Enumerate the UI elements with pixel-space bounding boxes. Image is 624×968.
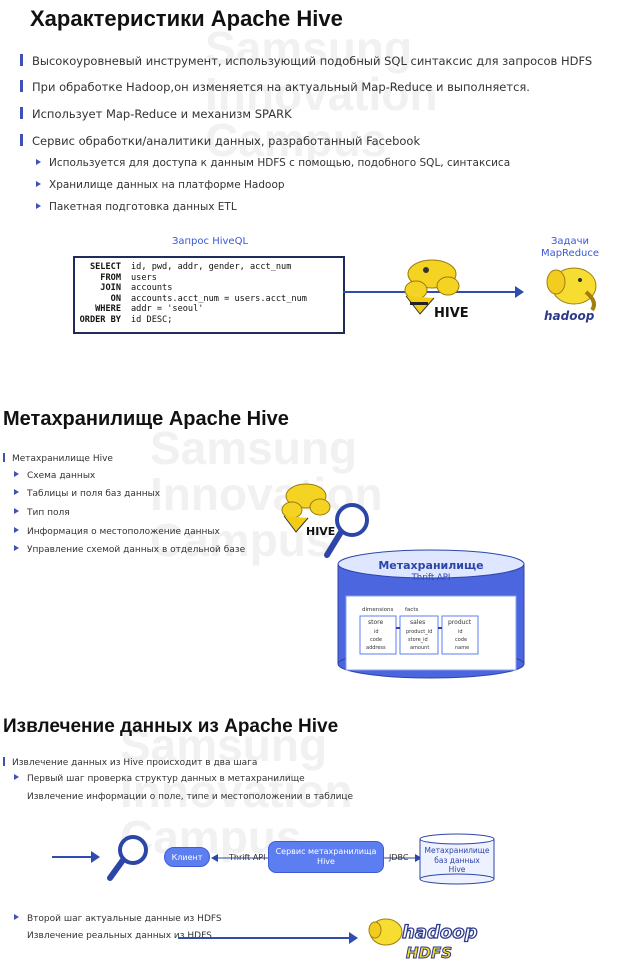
schema-label: code	[455, 637, 468, 643]
code-line: ON accounts.acct_num = users.acct_num	[75, 294, 343, 305]
jdbc-label: JDBC	[389, 853, 409, 862]
hive-logo-icon: HIVE	[404, 259, 469, 321]
code-text: addr = 'seoul'	[131, 304, 204, 314]
sub-bullet: Таблицы и поля баз данных	[14, 489, 160, 499]
svg-text:HDFS: HDFS	[406, 944, 452, 962]
sub-bullet: Тип поля	[14, 508, 70, 518]
code-keyword: SELECT	[89, 262, 121, 272]
schema-label: facts	[405, 607, 419, 613]
magnifier-icon	[324, 503, 369, 558]
schema-label: product_id	[406, 629, 433, 635]
code-line: SELECT id, pwd, addr, gender, acct_num	[75, 262, 343, 273]
metastore-subtitle: Thrift API	[411, 573, 451, 583]
arrow	[52, 851, 100, 863]
sub-bullet: Управление схемой данных в отдельной баз…	[14, 545, 245, 555]
hadoop-hdfs-logo-icon: hadoop HDFS	[368, 918, 478, 963]
schema-diagram	[359, 615, 479, 655]
slide3-title: Извлечение данных из Apache Hive	[3, 716, 339, 737]
client-node: Клиент	[164, 847, 210, 867]
code-keyword: ORDER BY	[79, 314, 121, 325]
sub-bullet-detail: Извлечение реальных данных из HDFS	[27, 931, 212, 941]
magnifier-icon	[107, 835, 148, 881]
arrow	[211, 854, 268, 862]
slide2-title: Метахранилище Apache Hive	[3, 408, 289, 430]
code-line: ORDER BY id DESC;	[75, 315, 343, 326]
query-label: Запрос HiveQL	[171, 236, 249, 247]
schema-label: id	[458, 629, 463, 635]
code-line: WHERE addr = 'seoul'	[75, 304, 343, 315]
code-line: JOIN accounts	[75, 283, 343, 294]
code-line: FROM users	[75, 273, 343, 284]
slide1-title: Характеристики Apache Hive	[30, 6, 343, 31]
schema-label: id	[374, 629, 379, 635]
schema-label: store	[368, 619, 384, 626]
code-text: id, pwd, addr, gender, acct_num	[131, 262, 292, 272]
schema-label: store_id	[408, 637, 428, 643]
bullet: Извлечение данных из Hive происходит в д…	[3, 757, 257, 768]
arrow	[178, 932, 358, 944]
code-keyword: ON	[110, 293, 121, 304]
svg-text:HIVE: HIVE	[434, 306, 469, 321]
sub-bullet: Информация о местоположение данных	[14, 527, 220, 537]
bullet: Сервис обработки/аналитики данных, разра…	[20, 134, 420, 148]
schema-label: dimensions	[362, 607, 394, 613]
sub-bullet: Хранилище данных на платформе Hadoop	[36, 179, 285, 191]
schema-label: product	[448, 619, 472, 626]
code-text: accounts	[131, 283, 173, 293]
svg-text:HIVE: HIVE	[306, 525, 335, 538]
code-keyword: WHERE	[95, 304, 121, 314]
sub-bullet: Пакетная подготовка данных ETL	[36, 201, 237, 213]
code-keyword: JOIN	[100, 283, 121, 293]
schema-label: name	[455, 645, 470, 651]
hadoop-logo-icon: hadoop	[544, 267, 597, 323]
hive-logo-icon: HIVE	[281, 483, 335, 538]
arrow	[384, 854, 422, 862]
bullet: При обработке Hadoop,он изменяется на ак…	[20, 80, 530, 94]
sub-bullet-detail: Извлечение информации о поле, типе и мес…	[27, 792, 354, 802]
metastore-db-icon	[419, 833, 495, 885]
bullet: Высокоуровневый инструмент, использующий…	[20, 54, 592, 68]
code-keyword: FROM	[100, 272, 121, 283]
bullet: Использует Map-Reduce и механизм SPARK	[20, 107, 292, 121]
code-text: id DESC;	[131, 314, 173, 325]
sub-bullet: Первый шаг проверка структур данных в ме…	[14, 774, 305, 784]
metastore-title: Метахранилище	[378, 559, 484, 572]
code-text: users	[131, 272, 157, 283]
bullet: Метахранилище Hive	[3, 453, 113, 464]
sub-bullet: Схема данных	[14, 471, 95, 481]
schema-label: amount	[410, 645, 430, 651]
svg-text:hadoop: hadoop	[402, 922, 478, 943]
sub-bullet: Второй шаг актуальные данные из HDFS	[14, 914, 222, 924]
code-text: accounts.acct_num = users.acct_num	[131, 293, 307, 304]
svg-text:hadoop: hadoop	[544, 309, 595, 323]
sub-bullet: Используется для доступа к данным HDFS с…	[36, 157, 510, 169]
schema-label: address	[366, 645, 386, 651]
thrift-label: Thrift API	[229, 853, 266, 862]
schema-label: code	[370, 637, 383, 643]
arrow	[343, 286, 524, 298]
schema-label: sales	[410, 619, 426, 626]
